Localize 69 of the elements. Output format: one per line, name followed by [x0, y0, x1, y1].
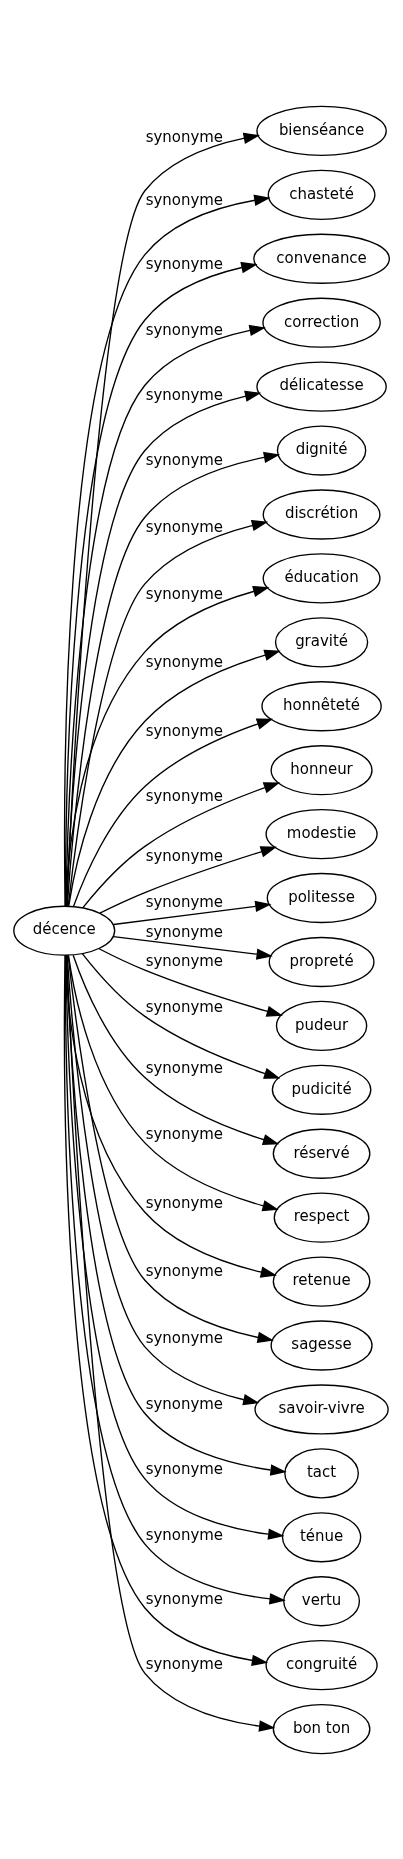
arrow [65, 585, 270, 907]
node-ellipse: dignité [276, 424, 367, 476]
node-ellipse: vertu [283, 1575, 361, 1626]
edge-label: synonyme [145, 997, 224, 1016]
node-ellipse: respect [273, 1192, 370, 1243]
node-ellipse: discrétion [262, 488, 381, 540]
edge-label: synonyme [145, 1058, 224, 1077]
edge-label: synonyme [145, 584, 224, 603]
arrow [81, 952, 281, 1079]
node-ellipse: modestie [265, 808, 378, 859]
edge-label: synonyme [145, 127, 224, 146]
edge-label: synonyme [145, 892, 224, 911]
arrow [67, 954, 279, 1211]
arrow [99, 845, 277, 914]
edge-label: synonyme [145, 1124, 224, 1143]
node-ellipse: éducation [262, 552, 381, 604]
node-ellipse: propreté [268, 936, 375, 987]
node-ellipse: correction [262, 297, 381, 348]
node-ellipse: honneur [270, 744, 373, 795]
edge-label: synonyme [145, 1261, 224, 1280]
node-ellipse: honnêteté [261, 680, 382, 731]
arrow [72, 718, 274, 907]
node-ellipse: gravité [274, 616, 369, 667]
arrow [67, 954, 274, 1343]
node-ellipse: chasteté [267, 169, 376, 220]
edge-label: synonyme [145, 1394, 224, 1413]
edge-label: synonyme [145, 1654, 224, 1673]
arrow [98, 947, 283, 1017]
edge-label: synonyme [145, 1193, 224, 1212]
edge-label: synonyme [145, 846, 224, 865]
edge-label: synonyme [145, 721, 224, 740]
arrow [112, 900, 272, 925]
node-ellipse: savoir-vivre [254, 1383, 389, 1435]
edge-label: synonyme [145, 1525, 224, 1544]
arrow [67, 519, 269, 907]
edge-label: synonyme [145, 922, 224, 941]
edge-label: synonyme [145, 254, 224, 273]
node-ellipse: convenance [253, 233, 390, 284]
edge-label: synonyme [145, 1589, 224, 1608]
arrow [112, 935, 273, 960]
node-ellipse: bon ton [272, 1703, 371, 1754]
node-ellipse: pudicité [271, 1064, 372, 1115]
edge-label: synonyme [145, 320, 224, 339]
edge-label: synonyme [145, 517, 224, 536]
arrow [66, 451, 281, 906]
edge-label: synonyme [145, 1328, 224, 1347]
node-ellipse: ténue [281, 1511, 362, 1562]
node-ellipse: bienséance [256, 105, 387, 156]
arrow [66, 954, 260, 1405]
arrow [82, 781, 280, 908]
arrow [64, 954, 277, 1278]
node-ellipse: pudeur [275, 1000, 368, 1051]
edge-label: synonyme [145, 450, 224, 469]
edge-label: synonyme [145, 1459, 224, 1478]
edge-label: synonyme [145, 652, 224, 671]
node-ellipse: tact [284, 1447, 359, 1499]
node-ellipse: congruité [265, 1639, 378, 1690]
node-ellipse: décence [13, 905, 116, 956]
arrow [68, 649, 281, 907]
arrow [72, 954, 280, 1145]
node-ellipse: politesse [266, 872, 377, 923]
node-ellipse: délicatesse [256, 360, 387, 412]
node-ellipse: retenue [272, 1255, 371, 1307]
edge-label: synonyme [145, 385, 224, 404]
node-ellipse: réservé [272, 1128, 371, 1179]
node-ellipse: sagesse [270, 1319, 373, 1371]
edge-label: synonyme [145, 786, 224, 805]
edge-label: synonyme [145, 951, 224, 970]
edge-label: synonyme [145, 190, 224, 209]
